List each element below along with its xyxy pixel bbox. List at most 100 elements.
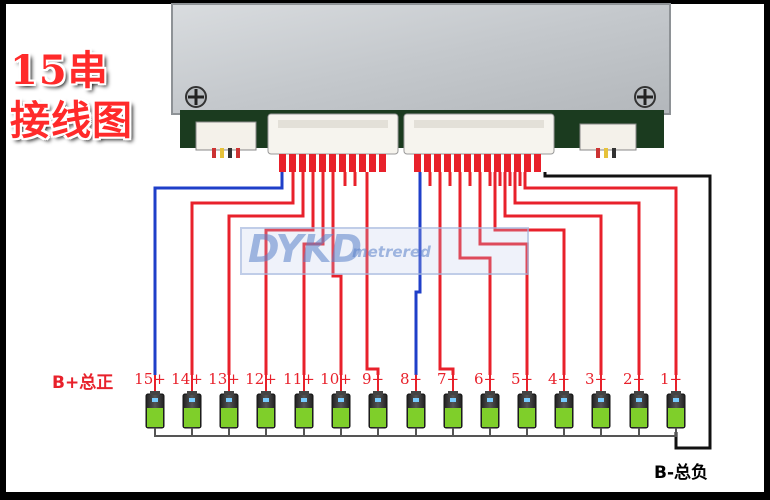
- connector-pin: [349, 154, 356, 172]
- battery-shine: [263, 398, 269, 402]
- battery-shine: [301, 398, 307, 402]
- cell-label: 14+: [171, 370, 203, 388]
- battery-level: [668, 408, 684, 427]
- connector-pin: [464, 154, 471, 172]
- battery-cell-icon: [517, 375, 537, 429]
- connector-pin: [329, 154, 336, 172]
- battery-shine: [413, 398, 419, 402]
- cell-label: 9+: [362, 370, 384, 388]
- cell-label: 2+: [623, 370, 645, 388]
- battery-cell-icon: [182, 375, 202, 429]
- cell-label: 1+: [660, 370, 682, 388]
- battery-level: [631, 408, 647, 427]
- battery-cap: [671, 391, 681, 395]
- wire: [227, 172, 305, 375]
- battery-shine: [598, 398, 604, 402]
- title-line2: 接线图: [10, 97, 133, 144]
- battery-shine: [152, 398, 158, 402]
- screw-icon: [185, 86, 207, 108]
- connector-pins: [279, 154, 541, 172]
- battery-cap: [150, 391, 160, 395]
- battery-shine: [487, 398, 493, 402]
- wire: [302, 172, 325, 375]
- battery-shine: [450, 398, 456, 402]
- battery-cap: [224, 391, 234, 395]
- cell-label: 6+: [474, 370, 496, 388]
- cell-labels: 15+14+13+12+11+10+9+8+7+6+5+4+3+2+1+: [134, 370, 682, 388]
- wire: [190, 172, 295, 375]
- pos-label: B+总正: [52, 373, 114, 393]
- connector-pin: [454, 154, 461, 172]
- battery-cap: [261, 391, 271, 395]
- battery-level: [593, 408, 609, 427]
- battery-level: [370, 408, 386, 427]
- wire: [478, 172, 529, 375]
- pcb-board-icon: [171, 3, 671, 115]
- battery-cell-icon: [406, 375, 426, 429]
- battery-pack: [145, 375, 686, 437]
- wire: [503, 172, 603, 375]
- wires: [153, 172, 712, 450]
- battery-level: [221, 408, 237, 427]
- connector-pin: [339, 154, 346, 172]
- connector-pin: [534, 154, 541, 172]
- battery-level: [184, 408, 200, 427]
- battery-shine: [189, 398, 195, 402]
- battery-cap: [299, 391, 309, 395]
- connector-pin: [484, 154, 491, 172]
- battery-cap: [596, 391, 606, 395]
- wire: [523, 172, 678, 375]
- cell-label: 10+: [320, 370, 352, 388]
- wire: [414, 172, 422, 375]
- battery-cap: [448, 391, 458, 395]
- screw-icon: [634, 86, 656, 108]
- battery-level: [556, 408, 572, 427]
- connector-pin: [524, 154, 531, 172]
- battery-cell-icon: [145, 375, 165, 429]
- watermark-sub: metrered: [352, 243, 431, 261]
- watermark: DYKD metrered: [240, 227, 529, 275]
- cell-label: 8+: [400, 370, 422, 388]
- battery-cell-icon: [331, 375, 351, 429]
- battery-shine: [673, 398, 679, 402]
- battery-cap: [559, 391, 569, 395]
- watermark-brand: DYKD: [248, 227, 362, 271]
- battery-shine: [524, 398, 530, 402]
- connector-icon: [267, 113, 399, 155]
- battery-level: [445, 408, 461, 427]
- connector-pin: [379, 154, 386, 172]
- battery-cap: [336, 391, 346, 395]
- title-line1: 15串: [10, 47, 109, 94]
- battery-cell-icon: [629, 375, 649, 429]
- cell-label: 7+: [437, 370, 459, 388]
- cell-label: 15+: [134, 370, 166, 388]
- cell-label: 5+: [511, 370, 533, 388]
- battery-level: [147, 408, 163, 427]
- neg-label: B-总负: [654, 463, 709, 483]
- connector-pin: [359, 154, 366, 172]
- connector-pin: [289, 154, 296, 172]
- battery-cell-icon: [480, 375, 500, 429]
- wire: [153, 172, 284, 375]
- connector-pin: [309, 154, 316, 172]
- connector-pin: [319, 154, 326, 172]
- connector-pin: [434, 154, 441, 172]
- connector-pin: [414, 154, 421, 172]
- cell-label: 11+: [283, 370, 315, 388]
- wire: [264, 172, 315, 375]
- connector-pin: [494, 154, 501, 172]
- connector-icon: [195, 121, 257, 158]
- series-link: [638, 428, 677, 437]
- battery-cap: [373, 391, 383, 395]
- wire: [513, 172, 641, 375]
- cell-label: 13+: [208, 370, 240, 388]
- battery-shine: [561, 398, 567, 402]
- battery-shine: [226, 398, 232, 402]
- negative-wire: [543, 172, 712, 450]
- wire: [438, 172, 455, 375]
- connector-pin: [474, 154, 481, 172]
- battery-cell-icon: [368, 375, 388, 429]
- battery-cap: [634, 391, 644, 395]
- battery-cap: [485, 391, 495, 395]
